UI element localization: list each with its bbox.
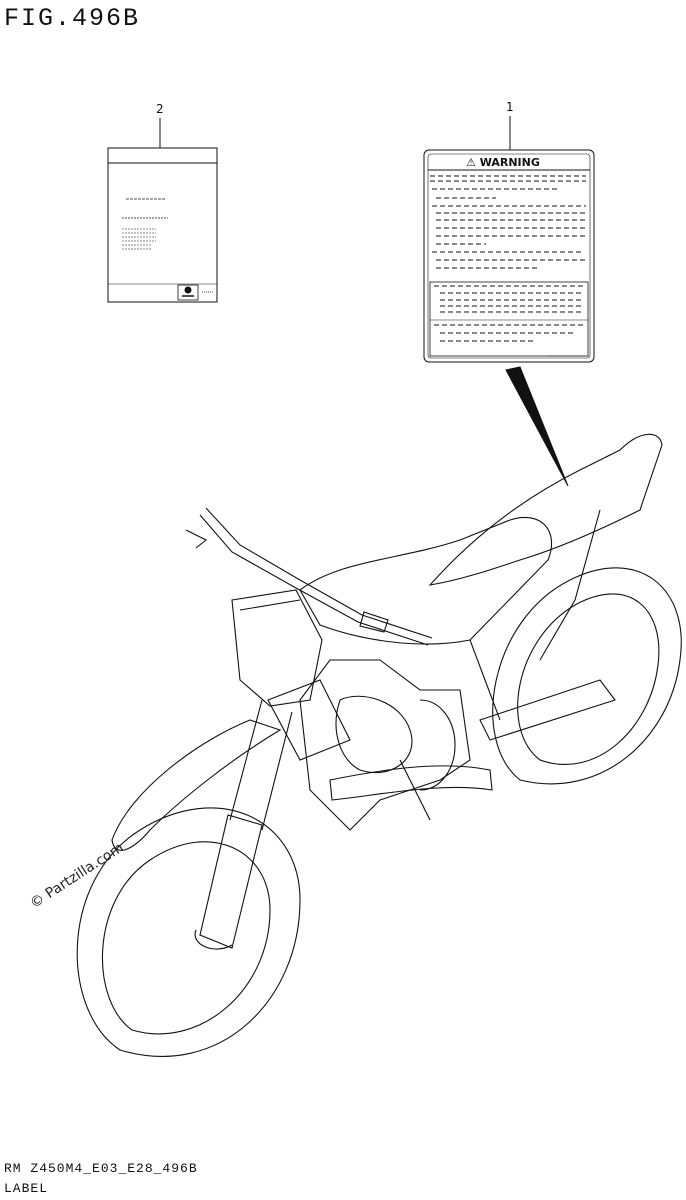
warning-label-sticker <box>423 149 595 363</box>
owners-manual-booklet <box>107 147 218 303</box>
callout-owners-manual: 2 <box>156 102 164 116</box>
callout-warning-label: 1 <box>506 100 514 114</box>
figure-title: FIG.496B <box>4 4 141 33</box>
figure-code: RM Z450M4_E03_E28_496B <box>4 1161 198 1176</box>
figure-description: LABEL <box>4 1181 49 1196</box>
label-location-pointer <box>505 366 569 487</box>
motorcycle-outline <box>76 433 682 1057</box>
warning-label-heading: ⚠ WARNING <box>466 156 540 169</box>
